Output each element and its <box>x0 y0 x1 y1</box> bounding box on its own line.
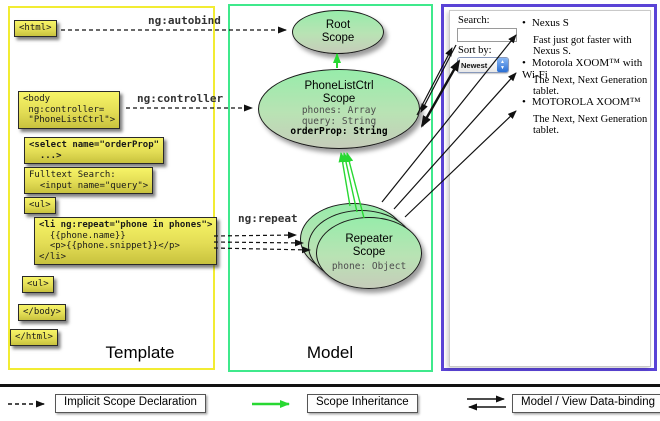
root-scope-title: Root <box>325 19 351 31</box>
phone-item-title: •Motorola XOOM™ with Wi-Fi <box>522 57 643 81</box>
bullet-icon: • <box>522 17 526 29</box>
phone-item-snippet: The Next, Next Generation tablet. <box>533 75 648 97</box>
code-html-open: <html> <box>14 20 57 37</box>
search-label: Search: <box>458 15 490 26</box>
code-line: </html> <box>15 332 53 342</box>
code-select: <select name="orderProp" ...> <box>24 137 165 164</box>
sort-dropdown[interactable]: Newest ▲▼ <box>457 57 509 73</box>
code-line: ng:controller= <box>23 104 105 115</box>
repeater-scope-title: Repeater <box>345 233 393 246</box>
search-input[interactable] <box>457 28 517 42</box>
phone-item-title: •Nexus S <box>522 17 569 29</box>
phonelistctrl-scope-title: PhoneListCtrl <box>304 80 374 93</box>
code-body-open: <body ng:controller= "PhoneListCtrl"> <box>18 91 121 129</box>
scope-prop-phones: phones: Array <box>301 105 377 117</box>
phone-item-snippet: Fast just got faster with Nexus S. <box>533 35 632 57</box>
model-panel <box>228 4 433 372</box>
code-line: <select name="orderProp" <box>29 140 160 150</box>
code-line: <p>{{phone.snippet}}</p> <box>39 241 180 251</box>
legend-data-binding: Model / View Data-binding <box>512 394 660 413</box>
phone-item-snippet: The Next, Next Generation tablet. <box>533 114 648 136</box>
repeater-scope-ellipse: Repeater Scope phone: Object <box>316 217 422 289</box>
code-line: </body> <box>23 307 61 317</box>
phonelistctrl-scope-title: Scope <box>322 93 356 106</box>
code-line: "PhoneListCtrl"> <box>23 115 116 125</box>
root-scope-ellipse: Root Scope <box>292 10 384 54</box>
code-fulltext-search: Fulltext Search: <input name="query"> <box>24 167 154 194</box>
bullet-icon: • <box>522 57 526 69</box>
model-panel-label: Model <box>306 343 354 362</box>
code-line: <ul> <box>29 200 51 210</box>
ng-repeat-label: ng:repeat <box>238 212 298 225</box>
code-line: <ul> <box>27 279 49 289</box>
sort-dropdown-value: Newest <box>461 60 488 70</box>
code-line: ...> <box>29 150 62 161</box>
code-line: {{phone.name}} <box>39 230 126 241</box>
code-line: </li> <box>39 251 67 262</box>
phonelistctrl-scope-ellipse: PhoneListCtrl Scope phones: Array query:… <box>258 69 420 149</box>
code-line: Fulltext Search: <box>29 170 116 180</box>
ng-controller-label: ng:controller <box>137 92 224 105</box>
legend-divider <box>0 384 660 387</box>
sort-by-label: Sort by: <box>458 45 492 56</box>
dropdown-stepper-icon: ▲▼ <box>497 58 508 72</box>
bullet-icon: • <box>522 96 526 108</box>
repeater-scope-title: Scope <box>352 246 386 259</box>
root-scope-title: Scope <box>321 32 355 44</box>
phone-item-title: •MOTOROLA XOOM™ <box>522 96 641 108</box>
scope-prop-query: query: String <box>301 115 377 127</box>
code-line: <li ng:repeat="phone in phones"> <box>39 220 213 230</box>
code-line: <html> <box>19 23 52 33</box>
code-li-repeat: <li ng:repeat="phone in phones"> {{phone… <box>34 217 218 265</box>
legend-implicit-scope: Implicit Scope Declaration <box>55 394 206 413</box>
scope-prop-orderprop: orderProp: String <box>290 126 388 138</box>
code-line: <body <box>23 94 51 104</box>
code-line: <input name="query"> <box>29 180 149 191</box>
code-ul-open: <ul> <box>24 197 56 214</box>
template-panel-label: Template <box>105 343 175 362</box>
code-html-close: </html> <box>10 329 58 346</box>
code-body-close: </body> <box>18 304 66 321</box>
code-ul-close: <ul> <box>22 276 54 293</box>
ng-autobind-label: ng:autobind <box>148 14 221 27</box>
scope-prop-phone: phone: Object <box>331 261 407 273</box>
legend-scope-inheritance: Scope Inheritance <box>307 394 418 413</box>
